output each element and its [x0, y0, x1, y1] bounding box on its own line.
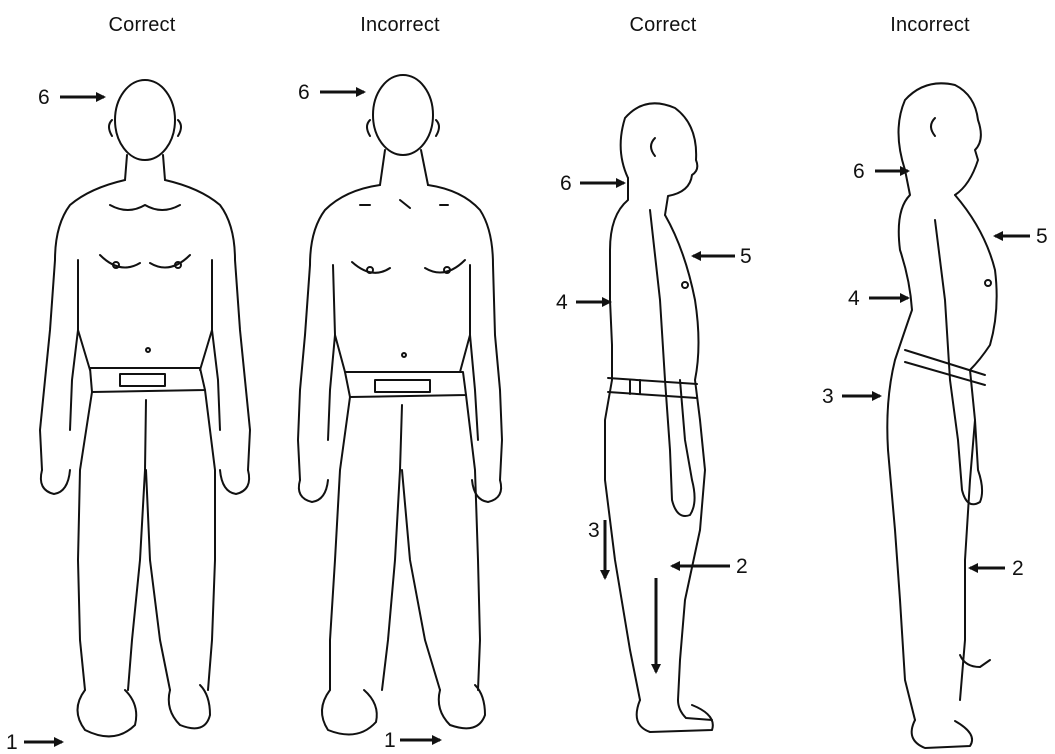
label-p4-4: 4 [848, 288, 860, 309]
label-p1-1: 1 [6, 732, 18, 753]
figure-front-incorrect [298, 75, 502, 735]
label-p3-4: 4 [556, 292, 568, 313]
label-p3-3: 3 [588, 520, 600, 541]
label-p2-1: 1 [384, 730, 396, 751]
label-p4-5: 5 [1036, 226, 1048, 247]
label-p4-3: 3 [822, 386, 834, 407]
label-p3-6: 6 [560, 173, 572, 194]
label-p2-6: 6 [298, 82, 310, 103]
arrows-layer [24, 92, 1030, 742]
label-p1-6: 6 [38, 87, 50, 108]
figure-front-correct [40, 80, 250, 736]
label-p4-6: 6 [853, 161, 865, 182]
label-p3-5: 5 [740, 246, 752, 267]
label-p3-2: 2 [736, 556, 748, 577]
figure-side-correct [605, 103, 713, 732]
label-p4-2: 2 [1012, 558, 1024, 579]
figure-side-incorrect [887, 83, 996, 748]
